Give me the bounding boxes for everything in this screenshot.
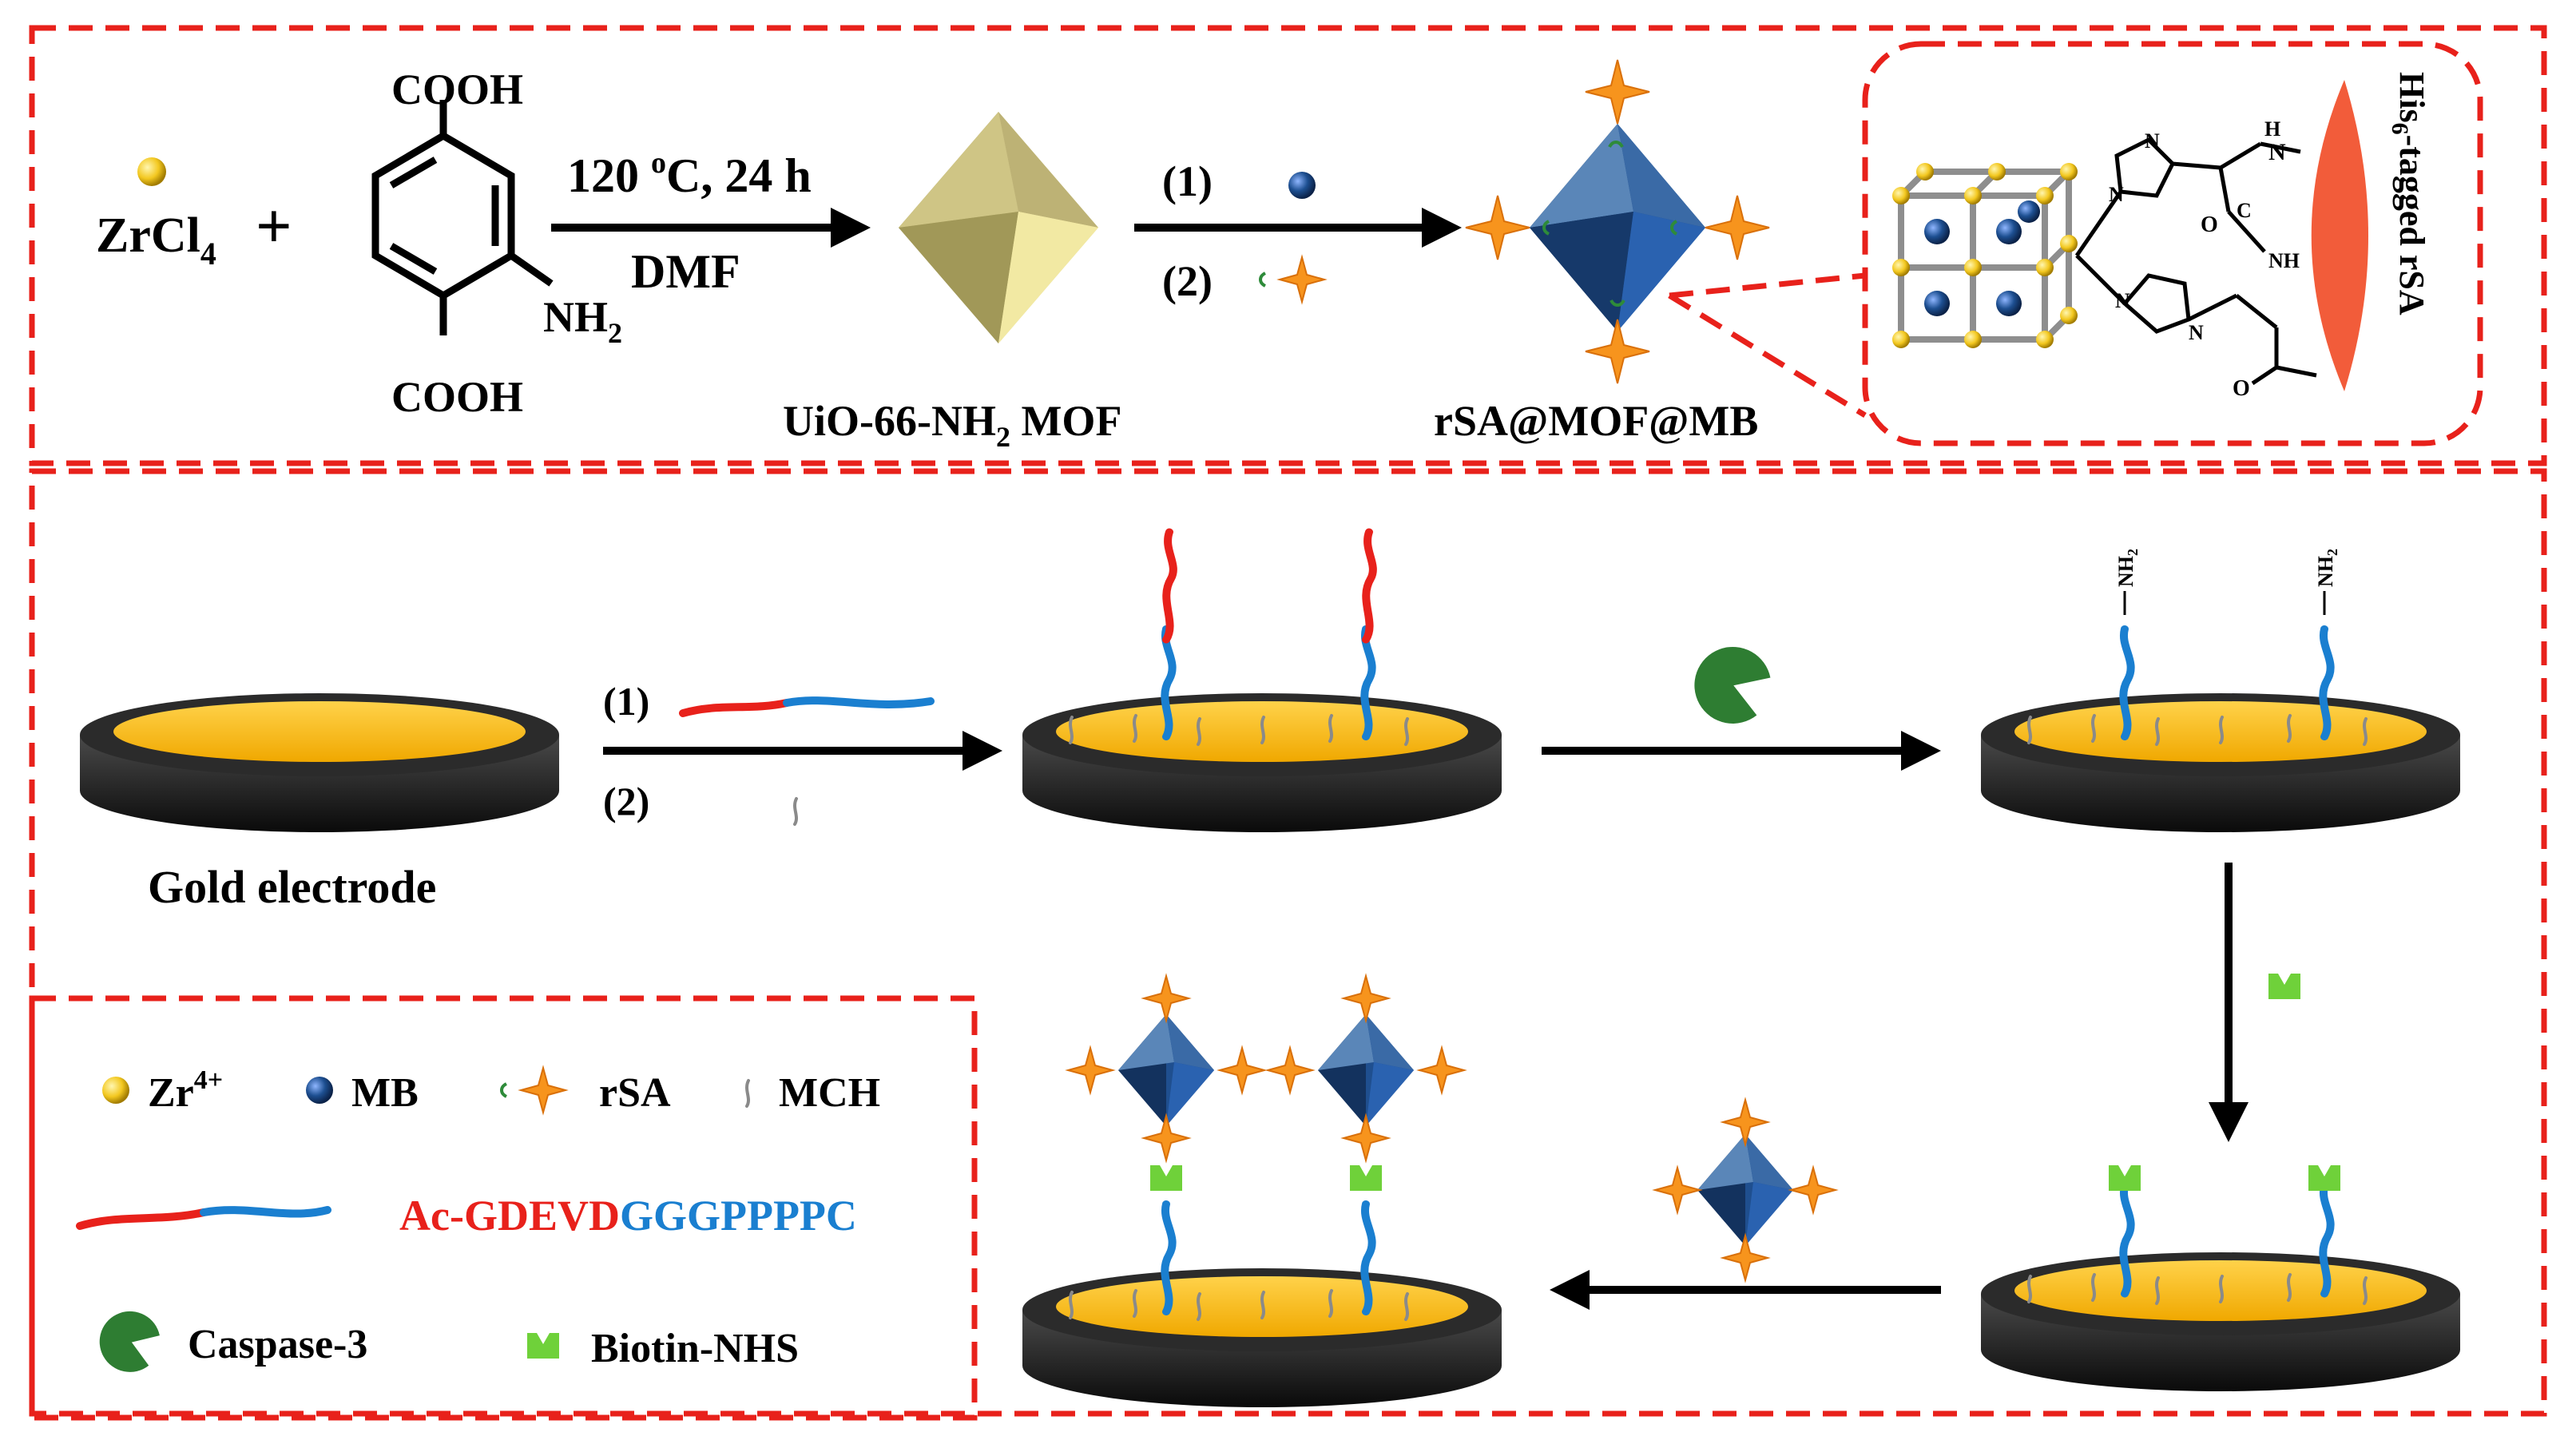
- mb-icon: [1288, 172, 1316, 199]
- zoom-connector-1: [1669, 272, 1866, 299]
- electrode-biotinylated: [1981, 1165, 2460, 1391]
- legend-caspase-label: Caspase-3: [188, 1322, 367, 1367]
- chem-n-2: N: [2109, 183, 2124, 206]
- legend-rsa-label: rSA: [599, 1070, 671, 1116]
- chem-n-3: N: [2145, 129, 2160, 153]
- caspase-3-icon: [1694, 647, 1771, 724]
- legend-biotin-icon: [527, 1333, 559, 1359]
- bottom-panel-frame: [29, 468, 2547, 1417]
- legend-caspase-icon: [99, 1311, 160, 1372]
- chem-n-1: N: [2268, 139, 2286, 165]
- nh2-group-1: NH2: [2114, 549, 2141, 587]
- biotin-nhs-icon-arrow: [2268, 974, 2300, 999]
- chem-c-1: C: [2237, 199, 2252, 222]
- linker-icon: [1259, 272, 1267, 288]
- plus-sign: +: [256, 192, 292, 262]
- legend-zr-label: Zr4+: [148, 1065, 223, 1116]
- loading-step1: (1): [1162, 157, 1213, 205]
- modification-step2: (2): [603, 779, 649, 823]
- chem-n-5: N: [2189, 321, 2204, 344]
- legend-linker-icon: [500, 1082, 508, 1098]
- gold-electrode-bare: [80, 693, 559, 832]
- nh2-label: NH2: [543, 293, 622, 349]
- peptide-icon-red: [679, 699, 791, 717]
- peptide-icon-blue: [783, 696, 935, 708]
- electrode-probe-bound: [1022, 975, 1502, 1407]
- nh2-group-2: NH2: [2314, 549, 2340, 587]
- temperature-condition: 120 oC, 24 h: [567, 146, 812, 202]
- cooh-bottom-label: COOH: [391, 373, 523, 421]
- mof-label: UiO-66-NH2 MOF: [783, 397, 1121, 453]
- loading-step2: (2): [1162, 257, 1213, 305]
- gold-electrode-label: Gold electrode: [148, 861, 436, 913]
- chem-n-4: N: [2115, 289, 2130, 312]
- product-label: rSA@MOF@MB: [1434, 397, 1758, 445]
- histidine-coordination-structure: [2074, 137, 2317, 386]
- legend-peptide-sequence: Ac-GDEVDGGGPPPPC: [399, 1192, 857, 1240]
- electrode-peptide-modified: [1022, 532, 1502, 832]
- legend-biotin-label: Biotin-NHS: [591, 1326, 799, 1371]
- chem-o-2: O: [2233, 376, 2250, 401]
- mof-lattice-icon: [1892, 163, 2078, 348]
- his-tagged-rsa-label: His6-tagged rSA: [2387, 72, 2431, 315]
- top-panel-frame: [29, 25, 2547, 466]
- solvent-condition: DMF: [631, 245, 740, 298]
- cooh-top-label: COOH: [391, 65, 523, 113]
- legend-rsa-icon: [520, 1067, 566, 1113]
- chem-nh: NH: [2268, 249, 2300, 272]
- uio66-mof-octahedron: [899, 112, 1098, 343]
- his-tag-inset-frame: [1862, 41, 2483, 446]
- probe-icon: [1654, 1099, 1836, 1281]
- legend-peptide-blue: [200, 1206, 331, 1218]
- legend-peptide-red: [76, 1208, 208, 1230]
- zrcl4-label: ZrCl4: [96, 208, 216, 272]
- legend-mb-label: MB: [351, 1070, 419, 1116]
- electrode-cleaved: [1981, 591, 2460, 832]
- rsa-protein-surface: [2311, 80, 2368, 391]
- rsa-mof-mb-product: [1465, 59, 1770, 384]
- zr-ion-icon: [137, 157, 166, 186]
- legend-mb-icon: [306, 1077, 333, 1104]
- legend-mch-label: MCH: [779, 1070, 880, 1116]
- chem-o-1: O: [2201, 212, 2218, 237]
- legend-mch-icon: [745, 1079, 750, 1108]
- legend-frame: [29, 995, 978, 1421]
- aminoterephthalic-acid-structure: [371, 100, 554, 335]
- legend-zr-icon: [102, 1077, 129, 1104]
- rsa-star-icon: [1279, 256, 1325, 303]
- legend: Zr4+ MB rSA MCH Ac-GDEVDGGGPPPPC Caspase…: [76, 1065, 880, 1372]
- zoom-connector-2: [1668, 293, 1867, 418]
- mch-icon: [793, 797, 798, 826]
- chem-h: H: [2264, 117, 2280, 141]
- modification-step1: (1): [603, 679, 649, 724]
